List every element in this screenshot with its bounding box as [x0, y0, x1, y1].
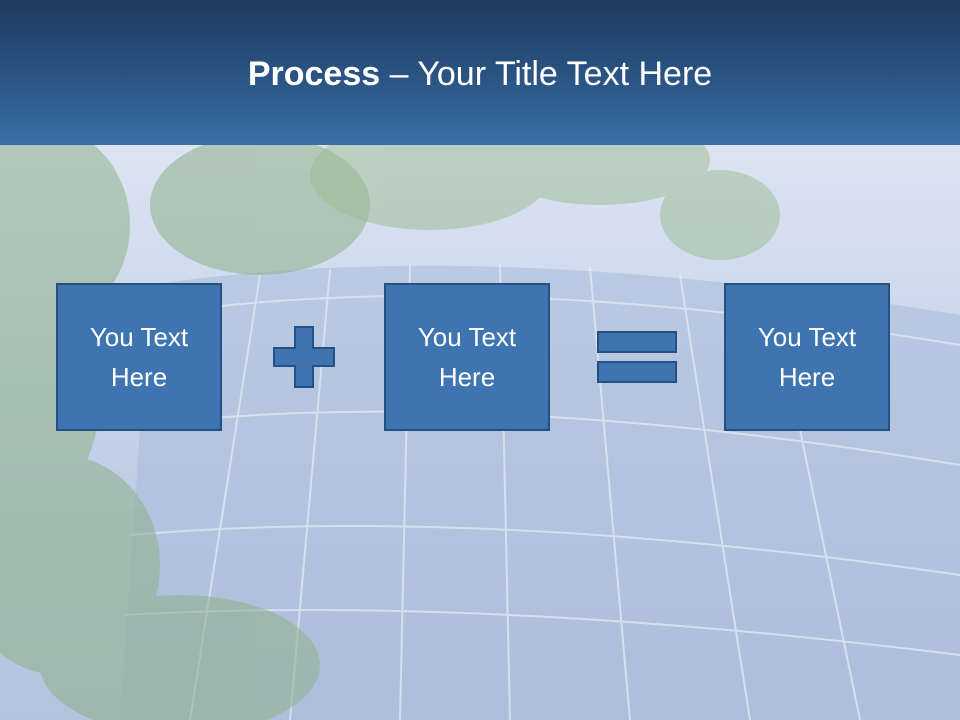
process-box-1-text: You Text Here [89, 322, 189, 392]
process-box-2-text: You Text Here [417, 322, 517, 392]
equals-icon [597, 331, 677, 383]
background-photo [0, 145, 960, 720]
process-box-3-text: You Text Here [757, 322, 857, 392]
process-box-1: You Text Here [56, 283, 222, 431]
title-rest: – Your Title Text Here [380, 55, 713, 93]
process-box-2: You Text Here [384, 283, 550, 431]
slide-title: Process – Your Title Text Here [0, 52, 960, 96]
process-box-3: You Text Here [724, 283, 890, 431]
plus-icon [273, 326, 335, 388]
title-bold: Process [247, 55, 381, 93]
title-bar [0, 0, 960, 145]
